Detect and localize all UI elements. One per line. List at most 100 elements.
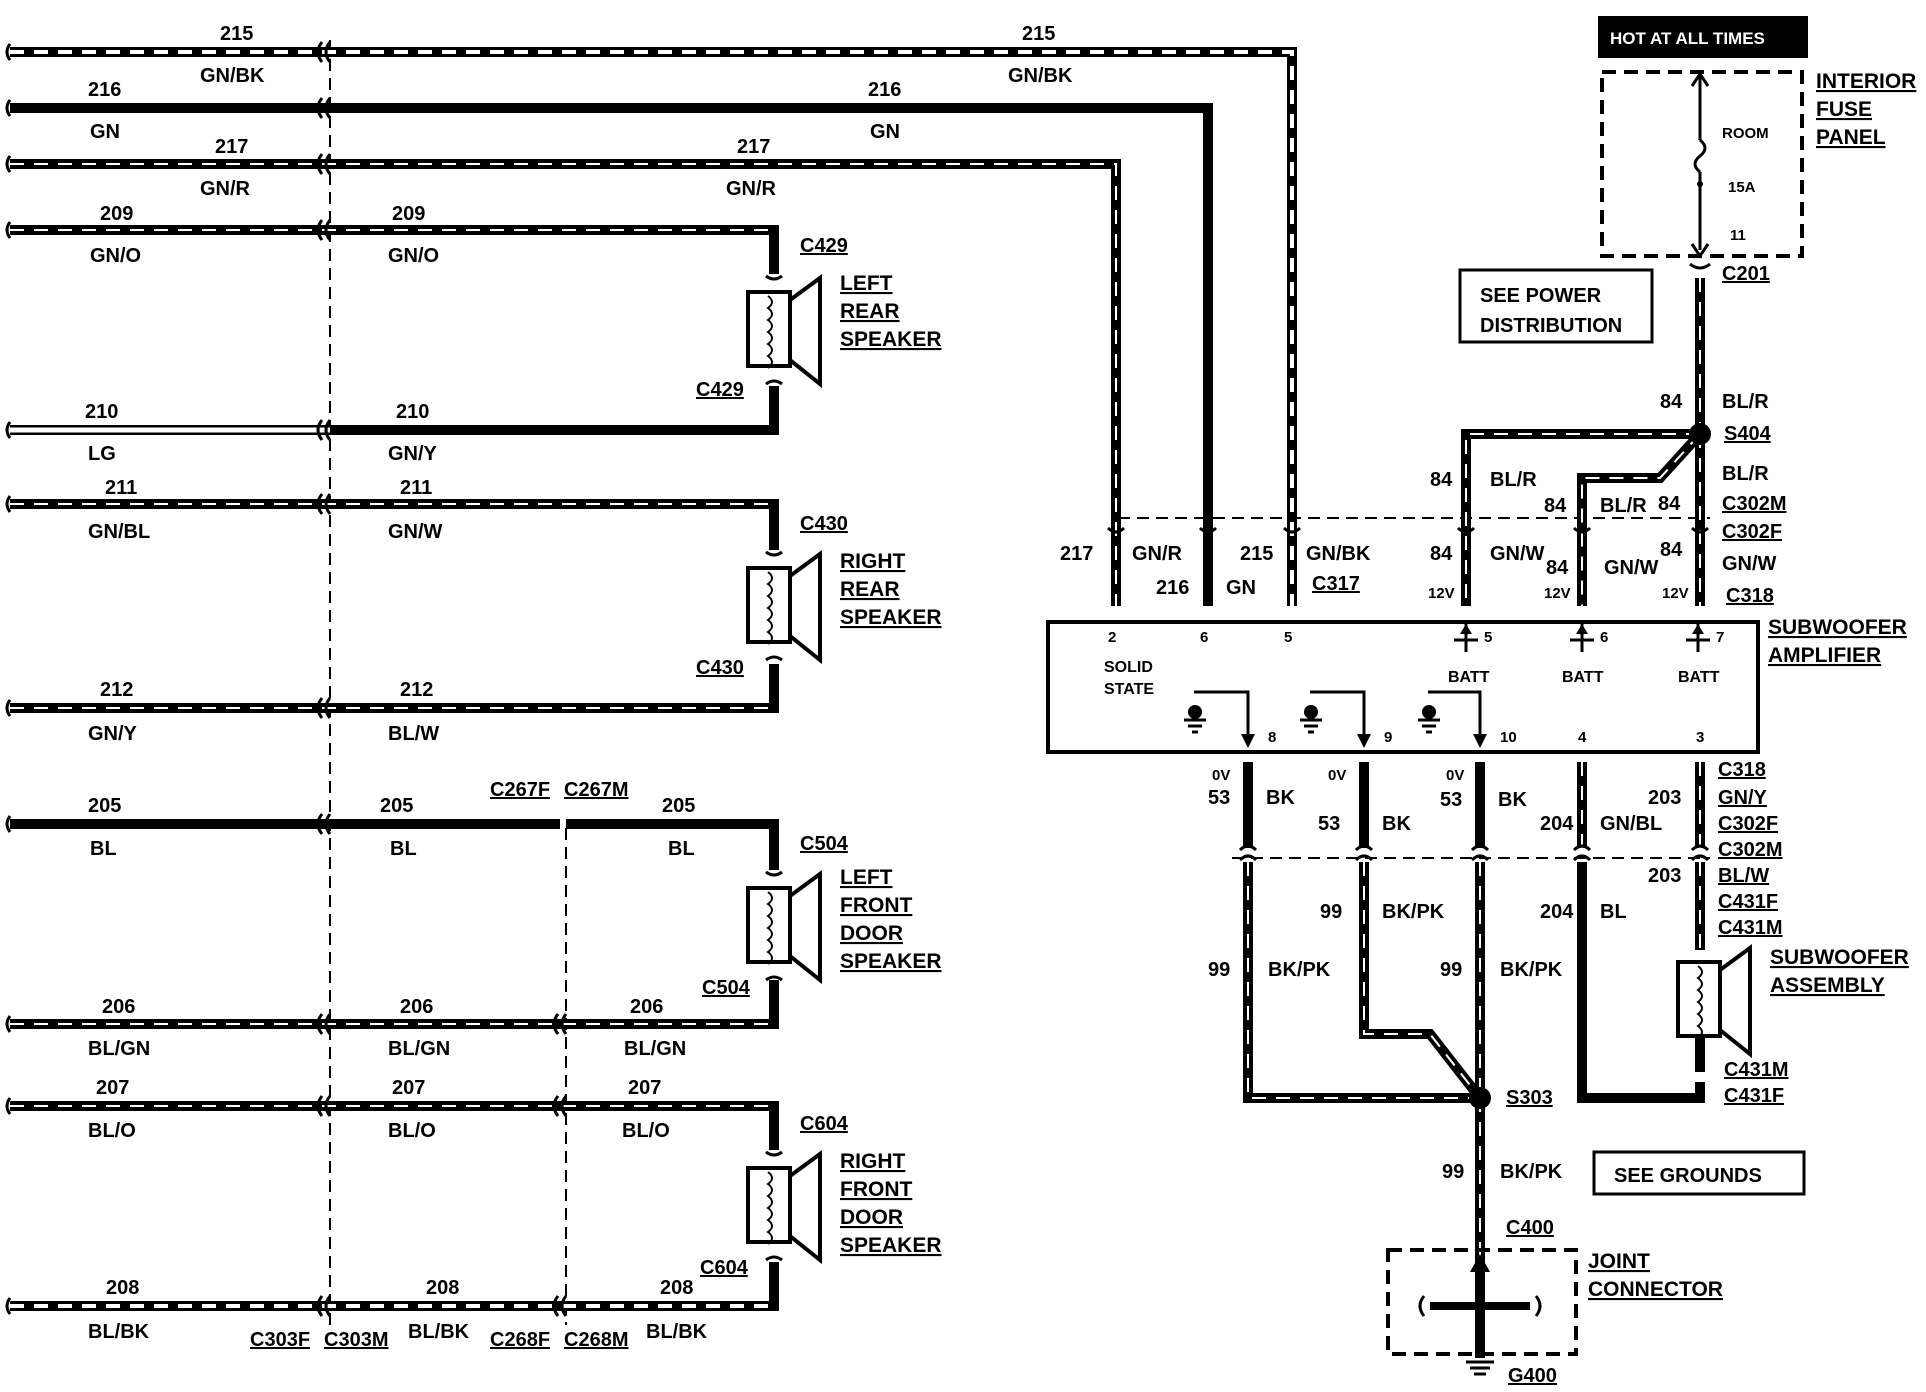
c318-84-color-2: GN/W [1604, 557, 1659, 579]
w53-color-2: BK [1382, 813, 1411, 835]
c201-label: C201 [1722, 263, 1770, 285]
c318-84-num-2: 84 [1546, 557, 1569, 579]
wire-207-color-right: BL/O [622, 1120, 670, 1142]
wire-206: 206 BL/GN 206 BL/GN 206 BL/GN [10, 980, 779, 1060]
c431m-top: C431M [1718, 917, 1782, 939]
left-rear-speaker-label-1: LEFT [840, 272, 893, 295]
c302m-bottom: C302M [1718, 839, 1782, 861]
wire-84-num-right: 84 [1658, 493, 1681, 515]
joint-connector-label-2: CONNECTOR [1588, 1278, 1723, 1301]
c504-top: C504 [800, 833, 849, 855]
c317-215-color: GN/BK [1306, 543, 1371, 565]
fuse-panel-label-3: PANEL [1816, 126, 1886, 149]
wire-209-color: GN/O [90, 245, 141, 267]
wire-209-number-right: 209 [392, 203, 425, 225]
wire-205-color-mid: BL [390, 838, 417, 860]
v0-1: 0V [1212, 767, 1230, 784]
v0-2: 0V [1328, 767, 1346, 784]
wire-217: 217 GN/R 217 GN/R [10, 136, 1121, 606]
wire-212-number: 212 [100, 679, 133, 701]
wire-211-number-right: 211 [400, 477, 432, 499]
left-front-speaker-label-1: LEFT [840, 866, 893, 889]
solid-state-2: STATE [1104, 681, 1154, 698]
wire-206-color: BL/GN [88, 1038, 150, 1060]
wire-212-color-right: BL/W [388, 723, 439, 745]
wire-215-number-right: 215 [1022, 23, 1055, 45]
c303m-label: C303M [324, 1329, 388, 1351]
solid-state-1: SOLID [1104, 659, 1153, 676]
wire-205: 205 BL 205 BL 205 BL [10, 795, 779, 870]
s303-label: S303 [1506, 1087, 1553, 1109]
fuse-panel-label-1: INTERIOR [1816, 70, 1916, 93]
wire-216-number: 216 [88, 79, 121, 101]
wire-208-number: 208 [106, 1277, 139, 1299]
wire-206-color-right: BL/GN [624, 1038, 686, 1060]
wire-84-num-top: 84 [1660, 391, 1683, 413]
left-front-speaker-label-3: DOOR [840, 922, 903, 945]
wire-203: 203 GN/Y 203 BL/W C318 C302F C302M C431F… [1648, 759, 1782, 950]
c302f-top: C302F [1722, 521, 1782, 543]
wire-206-color-mid: BL/GN [388, 1038, 450, 1060]
w203-num: 203 [1648, 787, 1681, 809]
pin-3: 3 [1696, 729, 1704, 746]
pin-4: 4 [1578, 729, 1587, 746]
wire-209-number: 209 [100, 203, 133, 225]
w203-num-b: 203 [1648, 865, 1681, 887]
pin-5b: 5 [1484, 629, 1492, 646]
right-rear-speaker-label-1: RIGHT [840, 550, 906, 573]
wire-216: 216 GN 216 GN [10, 79, 1213, 606]
w204-num-b: 204 [1540, 901, 1574, 923]
wire-208-color-mid: BL/BK [408, 1321, 470, 1343]
w53-num-2: 53 [1318, 813, 1340, 835]
c302m-top: C302M [1722, 493, 1786, 515]
see-grounds-text: SEE GROUNDS [1614, 1165, 1762, 1187]
w53-color-1: BK [1266, 787, 1295, 809]
amp-label-2: AMPLIFIER [1768, 644, 1881, 667]
w53-num-3: 53 [1440, 789, 1462, 811]
c431m-bottom: C431M [1724, 1059, 1788, 1081]
wire-208: 208 BL/BK 208 BL/BK 208 BL/BK [10, 1262, 779, 1343]
wire-216-color-right: GN [870, 121, 900, 143]
c317-217-color: GN/R [1132, 543, 1183, 565]
c604-top: C604 [800, 1113, 849, 1135]
c317-216-color: GN [1226, 577, 1256, 599]
wire-206-number: 206 [102, 996, 135, 1018]
v12-3: 12V [1662, 585, 1689, 602]
c429-bottom: C429 [696, 379, 744, 401]
v12-2: 12V [1544, 585, 1571, 602]
hot-at-all-times: HOT AT ALL TIMES [1610, 29, 1765, 48]
inline-connector-labels: C303F C303M C268F C268M C267F C267M [250, 779, 628, 1351]
c268f-label: C268F [490, 1329, 550, 1351]
wire-84-num-left: 84 [1430, 469, 1453, 491]
wire-84-color-top: BL/R [1722, 391, 1769, 413]
wire-209-color-right: GN/O [388, 245, 439, 267]
wire-204: 204 GN/BL 204 BL [1540, 762, 1705, 1103]
wire-206-number-mid: 206 [400, 996, 433, 1018]
w53-color-3: BK [1498, 789, 1527, 811]
left-front-door-speaker: LEFT FRONT DOOR SPEAKER C504 C504 [702, 833, 942, 999]
sub-assembly-label-1: SUBWOOFER [1770, 946, 1909, 969]
inline-connector-ticks [316, 41, 568, 1317]
wire-209: 209 GN/O 209 GN/O [10, 203, 779, 274]
wire-208-number-mid: 208 [426, 1277, 459, 1299]
c318-84-color-1: GN/W [1490, 543, 1545, 565]
c302f-bottom: C302F [1718, 813, 1778, 835]
left-rear-speaker: LEFT REAR SPEAKER C429 C429 [696, 235, 942, 401]
right-front-speaker-label-3: DOOR [840, 1206, 903, 1229]
joint-connector: JOINT CONNECTOR G400 [1386, 1248, 1723, 1387]
wire-207-color: BL/O [88, 1120, 136, 1142]
right-rear-speaker: RIGHT REAR SPEAKER C430 C430 [696, 513, 942, 679]
right-front-door-speaker: RIGHT FRONT DOOR SPEAKER C604 C604 [700, 1113, 942, 1279]
s303-splice [1469, 1087, 1491, 1109]
w99-color-2: BK/PK [1382, 901, 1445, 923]
wire-205-color-right: BL [668, 838, 695, 860]
amp-label-1: SUBWOOFER [1768, 616, 1907, 639]
wire-212-color: GN/Y [88, 723, 138, 745]
c317-217-num: 217 [1060, 543, 1093, 565]
c317-label: C317 [1312, 573, 1360, 595]
w99-color-4: BK/PK [1500, 1161, 1563, 1183]
c604-bottom: C604 [700, 1257, 749, 1279]
see-power-2: DISTRIBUTION [1480, 315, 1622, 337]
w99-color-3: BK/PK [1500, 959, 1563, 981]
